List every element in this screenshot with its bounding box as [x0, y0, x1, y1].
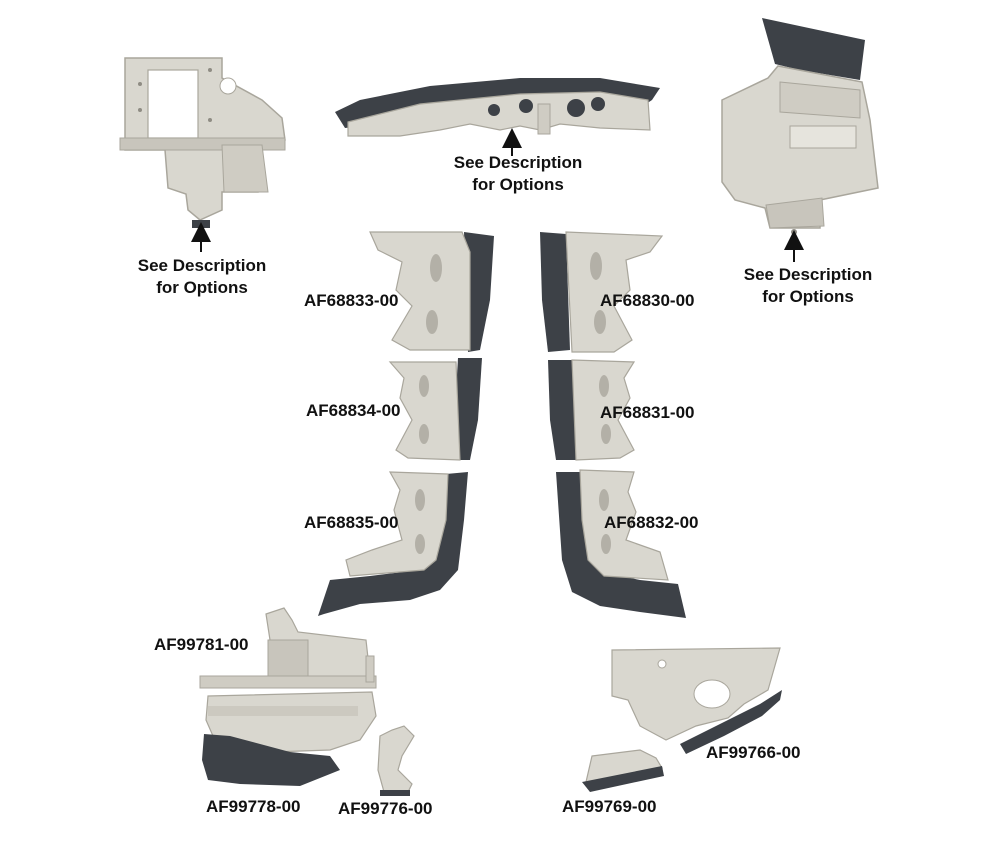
part-image-af99769	[582, 749, 664, 792]
part-image-top-center-dash-panel	[335, 78, 660, 137]
note-line-1: See Description	[743, 265, 873, 284]
part-label-af99776: AF99776-00	[338, 799, 433, 818]
part-image-af68830	[540, 231, 664, 353]
options-note-top-center: See Description for Options	[444, 152, 592, 196]
part-image-af68833	[369, 231, 494, 352]
note-line-2: for Options	[156, 278, 248, 297]
part-image-af99781	[199, 607, 377, 689]
note-line-1: See Description	[137, 256, 267, 275]
options-note-top-right: See Description for Options	[734, 264, 882, 308]
part-image-top-left-panel	[119, 57, 286, 228]
part-label-af68835: AF68835-00	[304, 513, 399, 532]
part-label-af68831: AF68831-00	[600, 403, 695, 422]
part-image-af99778	[202, 691, 377, 786]
part-label-af99769: AF99769-00	[562, 797, 657, 816]
part-image-af68835	[318, 471, 468, 616]
part-image-af99766	[611, 647, 782, 754]
part-image-af99776	[377, 725, 415, 796]
part-label-af99778: AF99778-00	[206, 797, 301, 816]
part-label-af99766: AF99766-00	[706, 743, 801, 762]
part-image-af68832	[556, 469, 686, 618]
note-line-2: for Options	[762, 287, 854, 306]
options-note-top-left: See Description for Options	[128, 255, 276, 299]
part-image-af68831	[548, 359, 636, 461]
part-image-top-right-panel	[721, 18, 879, 235]
part-label-af68830: AF68830-00	[600, 291, 695, 310]
part-label-af68834: AF68834-00	[306, 401, 401, 420]
part-label-af99781: AF99781-00	[154, 635, 249, 654]
part-label-af68833: AF68833-00	[304, 291, 399, 310]
note-line-2: for Options	[472, 175, 564, 194]
part-image-af68834	[388, 358, 482, 461]
part-label-af68832: AF68832-00	[604, 513, 699, 532]
note-line-1: See Description	[453, 153, 583, 172]
